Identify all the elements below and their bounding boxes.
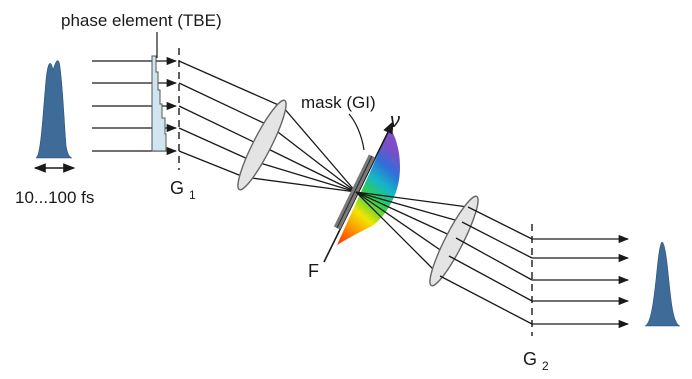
ray-group-lens1-to-focus bbox=[243, 106, 357, 193]
ray-segment bbox=[178, 150, 245, 178]
ray-segment bbox=[269, 125, 357, 193]
focal-plane-label: F bbox=[308, 261, 319, 281]
g2-label: G 2 bbox=[523, 349, 549, 373]
ray-segment bbox=[467, 206, 533, 240]
ray-segment bbox=[439, 275, 533, 325]
g1-label-main: G bbox=[170, 178, 184, 198]
ray-group-g1-to-lens1 bbox=[178, 60, 284, 178]
ray-group-focus-to-lens2 bbox=[355, 191, 469, 277]
ray-segment bbox=[282, 106, 357, 193]
ray-segment bbox=[355, 191, 463, 223]
ray-segment bbox=[257, 143, 357, 193]
phase-element-label: phase element (TBE) bbox=[61, 11, 222, 30]
mask-plate-edge bbox=[336, 155, 373, 229]
ray-segment bbox=[455, 237, 533, 281]
ray-segment bbox=[355, 191, 457, 239]
ray-segment bbox=[461, 221, 533, 259]
lens-2 bbox=[429, 195, 479, 287]
output-ray-group bbox=[532, 234, 630, 329]
lens-1 bbox=[237, 99, 287, 191]
phase-element-plate bbox=[151, 55, 167, 152]
g1-label-subscript: 1 bbox=[189, 188, 196, 202]
g2-label-subscript: 2 bbox=[542, 359, 549, 373]
ray-segment bbox=[448, 255, 533, 302]
g2-label-main: G bbox=[523, 349, 537, 369]
mask-pointer bbox=[348, 113, 365, 151]
ray-group-lens2-to-g2 bbox=[439, 206, 533, 325]
frequency-label: ν bbox=[390, 110, 400, 132]
ray-segment bbox=[355, 191, 450, 257]
ray-segment bbox=[355, 191, 469, 208]
pulse-duration-label: 10...100 fs bbox=[15, 188, 94, 207]
output-pulse-shape bbox=[644, 241, 681, 327]
g1-label: G 1 bbox=[170, 178, 196, 202]
input-pulse-shape bbox=[35, 60, 73, 159]
ray-segment bbox=[249, 159, 357, 193]
ray-segment bbox=[355, 191, 441, 277]
ray-segment bbox=[178, 127, 251, 161]
ray-segment bbox=[178, 105, 259, 145]
mask-label: mask (GI) bbox=[301, 93, 376, 112]
ray-segment bbox=[243, 176, 357, 193]
spectrum-distribution bbox=[337, 128, 400, 245]
ray-segment bbox=[178, 60, 284, 108]
ray-segment bbox=[178, 82, 271, 127]
